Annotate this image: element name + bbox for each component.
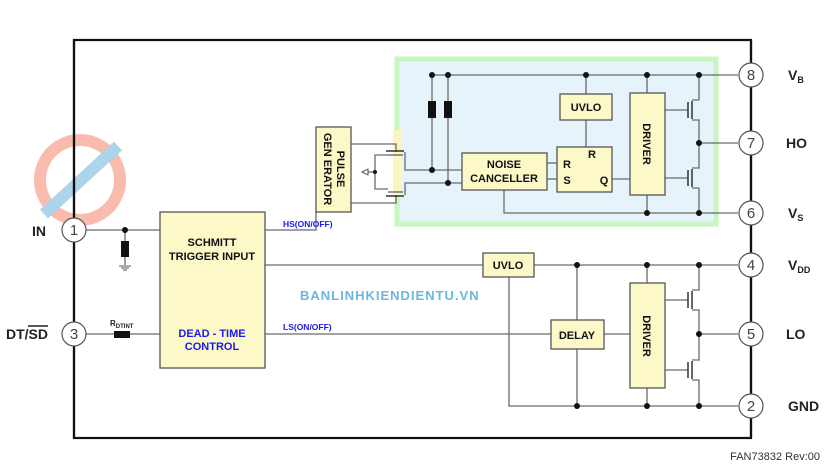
hs-signal-label: HS(ON/OFF)	[283, 219, 333, 229]
noise-label-1: NOISE	[487, 159, 521, 171]
driver-low-label: DRIVER	[640, 315, 652, 357]
pin-label-vb: VB	[788, 67, 804, 85]
uvlo-low-label: UVLO	[493, 260, 524, 272]
svg-text:5: 5	[747, 326, 755, 343]
pin-label-gnd: GND	[788, 398, 819, 414]
delay-label: DELAY	[559, 330, 596, 342]
input-pulldown-resistor	[121, 241, 129, 257]
svg-text:4: 4	[747, 257, 755, 274]
driver-low-block	[629, 282, 666, 389]
schmitt-dead-time-block	[159, 211, 266, 369]
pin-3: 3	[61, 321, 87, 347]
deadtime-label-1: DEAD - TIME	[178, 328, 245, 340]
pulse-gen-label-1: PULSE	[334, 151, 346, 188]
junction-dots	[122, 72, 702, 409]
schmitt-label-1: SCHMITT	[188, 237, 237, 249]
ls-signal-label: LS(ON/OFF)	[283, 322, 332, 332]
hs-resistor-1	[428, 101, 436, 118]
noise-canceller-block	[461, 152, 548, 191]
latch-s: S	[563, 175, 570, 187]
pulse-gen-label-2: GEN ERATOR	[321, 133, 333, 205]
uvlo-high-label: UVLO	[571, 102, 602, 114]
pin-1: 1	[61, 217, 87, 243]
pin-4: 4	[738, 252, 764, 278]
pin-5: 5	[738, 321, 764, 347]
svg-text:2: 2	[747, 398, 755, 415]
pin-label-dt-sd: DT/SD	[6, 326, 48, 342]
noise-label-2: CANCELLER	[470, 173, 538, 185]
pin-6: 6	[738, 200, 764, 226]
delay-block	[550, 319, 605, 350]
svg-text:6: 6	[747, 205, 755, 222]
pin-label-ho: HO	[786, 135, 807, 151]
sr-latch-block	[556, 146, 613, 193]
uvlo-high-block	[559, 93, 613, 121]
pin-label-vdd: VDD	[788, 257, 811, 275]
rdtint-label: RDTINT	[110, 319, 134, 330]
ground-icon	[119, 265, 131, 271]
pulse-generator-block	[315, 126, 352, 213]
pin-8: 8	[738, 62, 764, 88]
pin-label-in: IN	[32, 223, 46, 239]
high-side-region	[394, 56, 719, 227]
rdtint-resistor	[114, 331, 130, 338]
uvlo-low-block	[482, 252, 535, 278]
svg-text:7: 7	[747, 135, 755, 152]
pin-2: 2	[738, 393, 764, 419]
watermark-text: BANLINHKIENDIENTU.VN	[300, 288, 480, 303]
deadtime-label-2: CONTROL	[185, 341, 240, 353]
pin-label-lo: LO	[786, 326, 806, 342]
driver-high-block	[629, 92, 666, 196]
svg-text:1: 1	[70, 222, 78, 239]
watermark-logo	[34, 134, 126, 226]
latch-r-top: R	[588, 149, 596, 161]
pin-7: 7	[738, 130, 764, 156]
svg-text:3: 3	[70, 326, 78, 343]
latch-r: R	[563, 159, 571, 171]
pin-label-vs: VS	[788, 205, 803, 223]
hs-resistor-2	[444, 101, 452, 118]
driver-high-label: DRIVER	[640, 123, 652, 165]
level-shift-bar	[393, 130, 401, 195]
svg-text:8: 8	[747, 67, 755, 84]
latch-q: Q	[600, 175, 609, 187]
schmitt-label-2: TRIGGER INPUT	[169, 251, 255, 263]
footer-revision: FAN73832 Rev:00	[730, 451, 820, 463]
